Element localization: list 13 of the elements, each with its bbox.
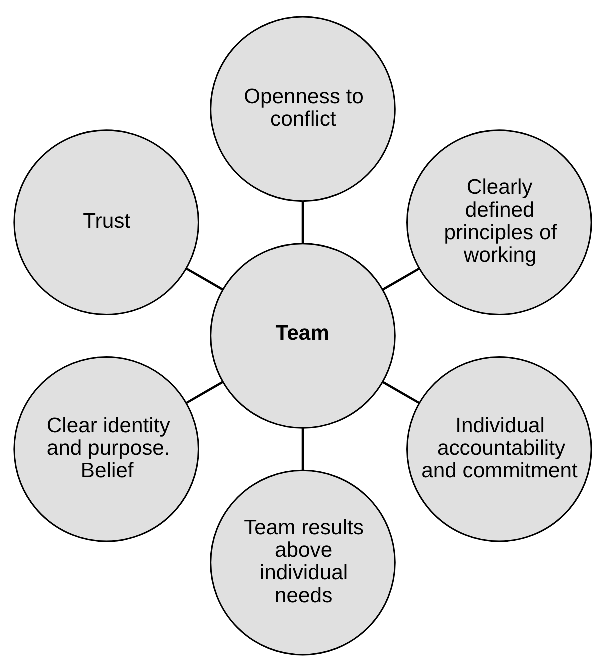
connector (382, 380, 420, 404)
node-circle: Team results above individual needs (210, 469, 396, 656)
connector (186, 380, 224, 404)
connector (382, 267, 420, 290)
node-circle: Clear identity and purpose. Belief (14, 356, 200, 542)
node-circle: Clearly defined principles of working (406, 129, 592, 315)
node-circle: Team (210, 242, 396, 428)
connector (302, 428, 304, 470)
connector (186, 267, 224, 290)
node-circle: Individual accountability and commitment (406, 356, 592, 542)
node-circle: Openness to conflict (210, 16, 396, 202)
connector (302, 200, 304, 244)
node-circle: Trust (14, 129, 200, 315)
